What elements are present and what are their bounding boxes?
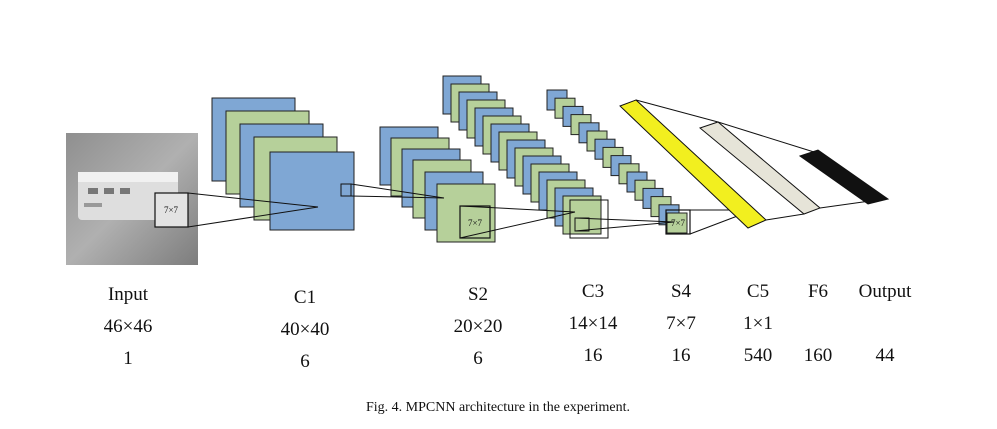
- c1-map: [269, 151, 355, 231]
- c5-layer-maps: 540: [743, 345, 773, 366]
- c3-layer-maps: 16: [583, 345, 603, 366]
- s2-kernel-label: 7×7: [468, 218, 483, 228]
- s2-kernel-box: [459, 205, 491, 239]
- c1-layer-size: 40×40: [280, 319, 330, 340]
- s4-layer-maps: 16: [671, 345, 691, 366]
- s4-layer-size: 7×7: [666, 313, 696, 334]
- input-kernel-label: 7×7: [164, 205, 179, 215]
- s2-map: [436, 183, 496, 243]
- input-kernel-box: [154, 192, 189, 228]
- output-layer-maps: 44: [875, 345, 895, 366]
- c1-layer-maps: 6: [300, 351, 310, 372]
- input-layer-name: Input: [107, 284, 149, 305]
- output-layer-bar: [798, 149, 890, 205]
- c3-feature-maps: [442, 75, 609, 239]
- c1-layer-name: C1: [293, 287, 317, 308]
- connection-c3-s4: [574, 217, 675, 232]
- input-layer-maps: 1: [123, 348, 133, 369]
- s4-layer-name: S4: [670, 281, 692, 302]
- connection-c5-f6: [635, 99, 805, 221]
- connection-input-c1: [187, 192, 319, 228]
- c5-layer-name: C5: [746, 281, 770, 302]
- connection-f6-output: [717, 121, 871, 209]
- figure-caption: Fig. 4. MPCNN architecture in the experi…: [366, 400, 630, 415]
- s2-layer-name: S2: [467, 284, 489, 305]
- input-layer-size: 46×46: [103, 316, 153, 337]
- c3-layer-name: C3: [581, 281, 605, 302]
- c1-kernel-box: [340, 183, 352, 197]
- s4-feature-maps: [546, 89, 688, 234]
- c5-layer-size: 1×1: [743, 313, 773, 334]
- c1-feature-maps: [211, 97, 355, 231]
- s2-feature-maps: 7×7: [379, 126, 496, 243]
- s4-kernel-box: [665, 209, 691, 235]
- connection-s2-c3: [459, 205, 576, 239]
- f6-layer-maps: 160: [803, 345, 833, 366]
- s2-layer-maps: 6: [473, 348, 483, 369]
- connection-c1-s2: [350, 183, 445, 199]
- f6-layer-bar: [698, 121, 821, 215]
- input-image: 7×7: [66, 133, 198, 265]
- output-layer-name: Output: [858, 281, 912, 302]
- f6-layer-name: F6: [807, 281, 829, 302]
- s4-kernel: 7×7: [665, 209, 691, 235]
- s2-layer-size: 20×20: [453, 316, 503, 337]
- s4-kernel-label: 7×7: [671, 218, 686, 228]
- c3-map: [562, 195, 602, 235]
- c3-layer-size: 14×14: [568, 313, 618, 334]
